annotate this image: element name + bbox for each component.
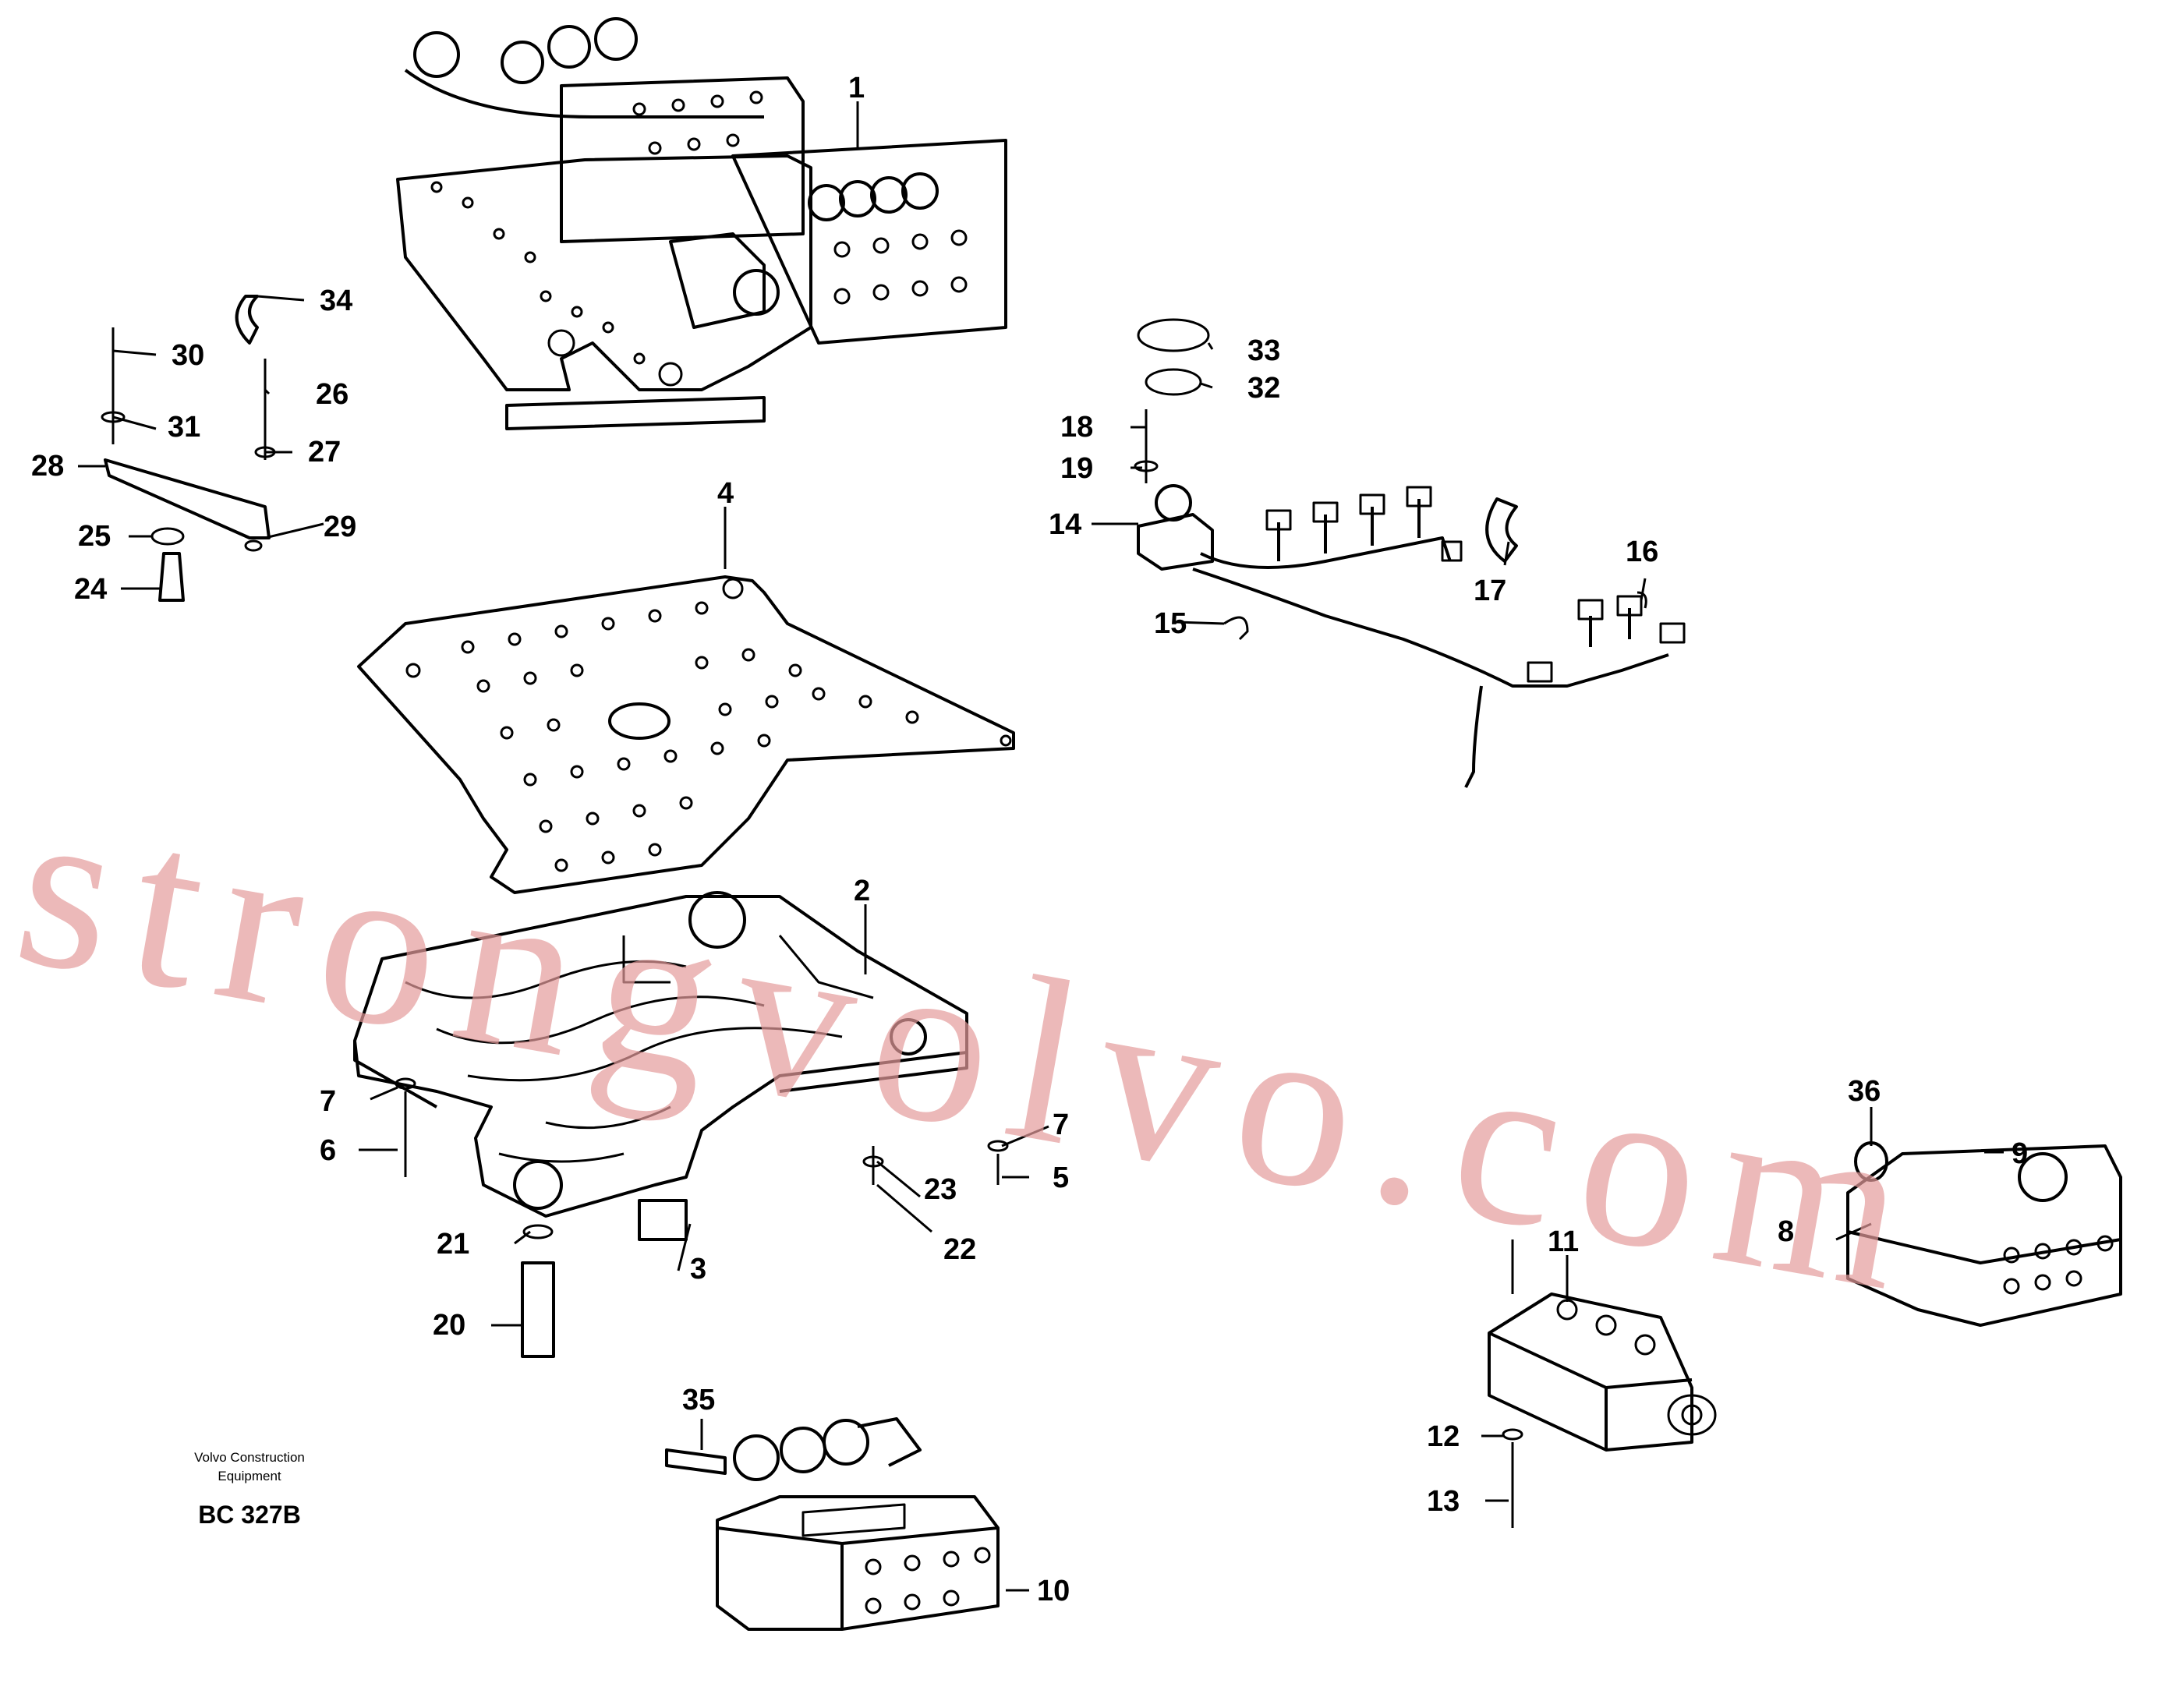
- valve-spool: [521, 1261, 555, 1358]
- callout-19: 19: [1060, 452, 1093, 485]
- bracket-clip: [235, 295, 259, 345]
- callout-24: 24: [74, 573, 107, 606]
- cover-plate: [104, 458, 271, 539]
- callout-2: 2: [854, 875, 870, 907]
- callout-27: 27: [308, 436, 341, 469]
- callout-8: 8: [1778, 1215, 1794, 1248]
- callout-28: 28: [31, 450, 64, 483]
- callout-17: 17: [1474, 575, 1506, 607]
- wiring-harness: [1137, 484, 1686, 788]
- solenoid-block: [716, 1417, 1000, 1631]
- callout-11: 11: [1548, 1225, 1579, 1258]
- callout-20: 20: [433, 1309, 465, 1342]
- callout-7-left: 7: [320, 1085, 336, 1118]
- callout-15: 15: [1154, 607, 1187, 640]
- callout-6: 6: [320, 1134, 336, 1167]
- callout-31: 31: [168, 411, 200, 444]
- callout-34: 34: [320, 285, 352, 317]
- callout-23: 23: [924, 1173, 957, 1206]
- callout-32: 32: [1247, 372, 1280, 405]
- valve-block: [1488, 1292, 1717, 1452]
- callout-29: 29: [324, 511, 356, 543]
- valve-assembly: [396, 17, 1007, 430]
- valve-body: [353, 891, 968, 1218]
- callout-12: 12: [1427, 1420, 1460, 1453]
- callout-13: 13: [1427, 1485, 1460, 1518]
- sensor: [158, 552, 185, 602]
- plug: [638, 1199, 688, 1241]
- separator-plate: [357, 575, 1015, 894]
- callout-36: 36: [1848, 1075, 1881, 1108]
- caption-division: Equipment: [218, 1469, 281, 1483]
- caption-diagram-code: BC 327B: [198, 1501, 301, 1529]
- callout-5: 5: [1053, 1162, 1069, 1194]
- callout-26: 26: [316, 378, 349, 411]
- callout-18: 18: [1060, 411, 1093, 444]
- callout-9: 9: [2012, 1137, 2028, 1170]
- callout-7-right: 7: [1053, 1109, 1069, 1141]
- callout-22: 22: [943, 1233, 976, 1266]
- retainer-clip: [665, 1448, 727, 1475]
- callout-1: 1: [848, 72, 865, 104]
- callout-16: 16: [1626, 536, 1658, 568]
- callout-30: 30: [172, 339, 204, 372]
- callout-4: 4: [717, 477, 734, 510]
- callout-33: 33: [1247, 334, 1280, 367]
- right-valve-block: [1846, 1144, 2122, 1327]
- callout-25: 25: [78, 520, 111, 553]
- callout-10: 10: [1037, 1575, 1070, 1607]
- clip: [1485, 497, 1518, 563]
- callout-14: 14: [1049, 508, 1081, 541]
- caption-company: Volvo Construction: [194, 1450, 305, 1465]
- callout-21: 21: [437, 1228, 469, 1261]
- callout-35: 35: [682, 1384, 715, 1416]
- callout-3: 3: [690, 1253, 706, 1285]
